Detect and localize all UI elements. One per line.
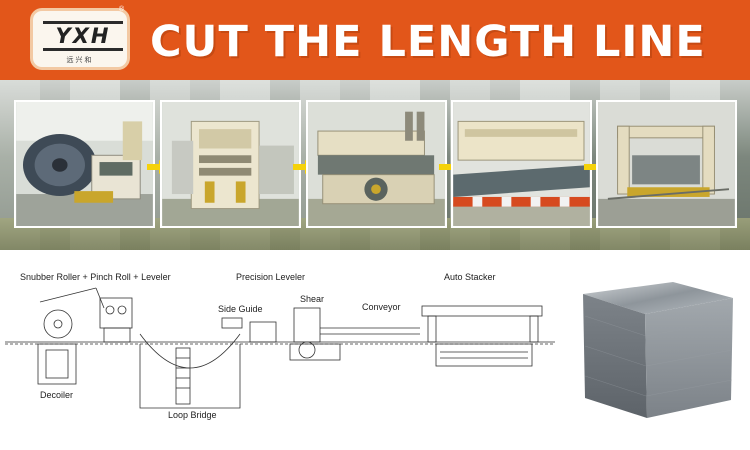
label-snubber-roller: Snubber Roller + Pinch Roll + Leveler xyxy=(20,272,171,282)
page-title: CUT THE LENGTH LINE xyxy=(150,17,706,67)
conveyor-photo xyxy=(451,100,592,228)
logo-subtext: 远兴和 xyxy=(66,57,94,64)
label-loop-bridge: Loop Bridge xyxy=(168,410,217,420)
line-schematic: Snubber Roller + Pinch Roll + Leveler Pr… xyxy=(0,262,565,430)
stacker-photo xyxy=(596,100,737,228)
header-banner: YXH 远兴和 ® CUT THE LENGTH LINE xyxy=(0,0,750,80)
leveler-photo xyxy=(160,100,301,228)
shear-photo xyxy=(306,100,447,228)
company-logo: YXH 远兴和 xyxy=(30,8,130,70)
label-decoiler: Decoiler xyxy=(40,390,74,400)
schematic-drawing xyxy=(5,287,555,409)
steel-sheet-stack-image xyxy=(575,276,740,426)
decoiler-photo xyxy=(14,100,155,228)
label-auto-stacker: Auto Stacker xyxy=(444,272,496,282)
label-side-guide: Side Guide xyxy=(218,304,263,314)
label-conveyor: Conveyor xyxy=(362,302,401,312)
logo-mark: YXH xyxy=(43,21,123,51)
registered-mark: ® xyxy=(119,6,125,13)
label-shear: Shear xyxy=(300,294,325,304)
label-precision-leveler: Precision Leveler xyxy=(236,272,306,282)
